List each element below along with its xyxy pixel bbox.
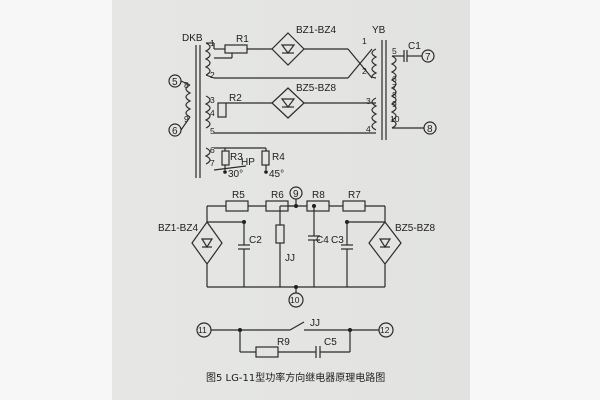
relay-coil-jj: JJ bbox=[275, 205, 296, 287]
terminal-7: 7 bbox=[421, 49, 435, 63]
svg-text:R7: R7 bbox=[348, 190, 361, 201]
terminal-9: 9 bbox=[289, 186, 303, 200]
svg-text:R3: R3 bbox=[230, 152, 243, 163]
bridge-bz5-bz8-upper: BZ5-BZ8 bbox=[271, 83, 336, 119]
svg-text:5: 5 bbox=[172, 77, 178, 88]
yb-secondary-coil bbox=[390, 55, 397, 129]
svg-text:4: 4 bbox=[366, 124, 371, 134]
resistor-r2: R2 bbox=[217, 93, 242, 118]
dkb-coil-3-5 bbox=[204, 95, 211, 129]
yb-transformer: YB 1 2 3 4 5 6 7 8 9 10 bbox=[362, 25, 400, 140]
svg-text:C4: C4 bbox=[316, 235, 329, 246]
svg-text:8: 8 bbox=[427, 124, 433, 135]
dkb-coil-6-7 bbox=[204, 147, 211, 165]
figure-caption: 图5 LG-11型功率方向继电器原理电路图 bbox=[206, 371, 385, 384]
relay-contact-jj: JJ bbox=[289, 318, 320, 331]
terminal-11: 11 bbox=[196, 322, 212, 338]
svg-text:1: 1 bbox=[362, 36, 367, 46]
svg-text:R6: R6 bbox=[271, 190, 284, 201]
svg-text:HP: HP bbox=[241, 157, 255, 168]
svg-text:R1: R1 bbox=[236, 34, 249, 45]
resistor-r6: R6 bbox=[265, 190, 289, 212]
bridge-bz5-bz8-lower: BZ5-BZ8 bbox=[368, 221, 435, 265]
svg-text:JJ: JJ bbox=[285, 253, 295, 264]
angle-30-label: 30° bbox=[228, 169, 243, 180]
svg-text:7: 7 bbox=[392, 82, 397, 92]
terminal-12: 12 bbox=[378, 322, 394, 338]
dkb-pin-7: 7 bbox=[210, 158, 215, 168]
svg-text:10: 10 bbox=[290, 295, 300, 305]
svg-text:6: 6 bbox=[172, 126, 178, 137]
dkb-pin-2: 2 bbox=[210, 70, 215, 80]
resistor-r4: R4 bbox=[261, 150, 285, 166]
svg-text:R2: R2 bbox=[229, 93, 242, 104]
switch-hp: HP bbox=[213, 157, 255, 171]
dkb-coil-1-2 bbox=[204, 42, 211, 76]
svg-text:BZ1-BZ4: BZ1-BZ4 bbox=[296, 25, 336, 36]
svg-text:BZ5-BZ8: BZ5-BZ8 bbox=[395, 223, 435, 234]
svg-text:6: 6 bbox=[392, 74, 397, 84]
terminal-6: 6 bbox=[168, 123, 182, 137]
dkb-pin-4: 4 bbox=[210, 108, 215, 118]
svg-text:8: 8 bbox=[392, 90, 397, 100]
bridge-bz1-bz4-upper: BZ1-BZ4 bbox=[271, 25, 336, 66]
svg-text:C2: C2 bbox=[249, 235, 262, 246]
yb-coil-3-4 bbox=[371, 97, 378, 131]
yb-label: YB bbox=[372, 25, 386, 36]
resistor-r5: R5 bbox=[225, 190, 249, 212]
svg-text:10: 10 bbox=[390, 114, 400, 124]
svg-text:11: 11 bbox=[198, 325, 207, 335]
svg-text:R4: R4 bbox=[272, 152, 285, 163]
dkb-pin-8: 8 bbox=[184, 80, 189, 90]
resistor-r7: R7 bbox=[342, 190, 366, 212]
dkb-transformer: DKB 1 2 8 3 4 9 5 6 7 bbox=[182, 33, 215, 178]
dkb-pin-3: 3 bbox=[210, 95, 215, 105]
capacitor-c2: C2 bbox=[238, 222, 262, 287]
dkb-pin-5: 5 bbox=[210, 126, 215, 136]
svg-text:BZ5-BZ8: BZ5-BZ8 bbox=[296, 83, 336, 94]
dkb-pin-6: 6 bbox=[210, 145, 215, 155]
dkb-label: DKB bbox=[182, 33, 203, 44]
dkb-pin-9: 9 bbox=[184, 114, 189, 124]
svg-text:2: 2 bbox=[362, 66, 367, 76]
svg-text:C5: C5 bbox=[324, 337, 337, 348]
resistor-r8: R8 bbox=[306, 190, 330, 212]
svg-text:C1: C1 bbox=[408, 41, 421, 52]
svg-text:7: 7 bbox=[425, 52, 431, 63]
svg-text:R9: R9 bbox=[277, 337, 290, 348]
terminal-5: 5 bbox=[168, 74, 182, 88]
yb-coil-1-2 bbox=[371, 48, 378, 79]
svg-text:C3: C3 bbox=[331, 235, 344, 246]
capacitor-c5: C5 bbox=[315, 337, 337, 358]
svg-text:BZ1-BZ4: BZ1-BZ4 bbox=[158, 223, 198, 234]
svg-text:5: 5 bbox=[392, 46, 397, 56]
capacitor-c1: C1 bbox=[392, 41, 422, 62]
svg-text:3: 3 bbox=[366, 96, 371, 106]
svg-text:9: 9 bbox=[293, 189, 299, 200]
terminal-8: 8 bbox=[423, 121, 437, 135]
svg-text:12: 12 bbox=[380, 325, 390, 335]
dkb-left-coil bbox=[185, 84, 192, 118]
svg-text:9: 9 bbox=[392, 99, 397, 109]
bridge-bz1-bz4-lower: BZ1-BZ4 bbox=[158, 220, 223, 266]
svg-text:R8: R8 bbox=[312, 190, 325, 201]
capacitor-c3: C3 bbox=[331, 222, 353, 287]
resistor-r1: R1 bbox=[224, 34, 249, 54]
angle-45-label: 45° bbox=[269, 169, 284, 180]
terminal-10: 10 bbox=[288, 292, 304, 308]
capacitor-c4: C4 bbox=[308, 206, 329, 287]
svg-text:JJ: JJ bbox=[310, 318, 320, 329]
resistor-r9: R9 bbox=[255, 337, 290, 358]
svg-text:R5: R5 bbox=[232, 190, 245, 201]
